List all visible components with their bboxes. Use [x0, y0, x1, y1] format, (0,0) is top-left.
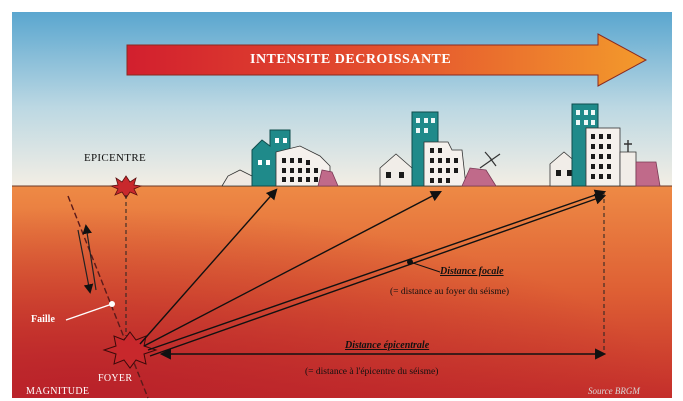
- building-group-far: [549, 103, 661, 187]
- ray-to-building-near: [139, 188, 278, 345]
- fault-label: Faille: [31, 314, 55, 325]
- epicentre-label: EPICENTRE: [84, 152, 146, 164]
- fault-motion-arrow-up: [82, 224, 97, 291]
- fault-motion-arrow-down: [77, 229, 94, 294]
- building-group-middle: [379, 111, 501, 187]
- focal-distance-pointer: [409, 261, 441, 273]
- ray-to-building-middle: [143, 190, 442, 347]
- ray-focal-distance: [149, 193, 607, 357]
- focal-distance-note: (= distance au foyer du séisme): [390, 287, 510, 297]
- epicentral-distance-note: (= distance à l'épicentre du séisme): [305, 367, 439, 377]
- fault-line: [67, 195, 149, 399]
- epicentral-distance-label: Distance épicentrale: [345, 340, 430, 351]
- intensity-banner-arrow: [126, 33, 648, 87]
- banner-label: INTENSITE DECROISSANTE: [250, 52, 452, 67]
- foyer-label: FOYER: [98, 373, 133, 384]
- source-credit: Source BRGM: [588, 386, 640, 396]
- fault-pointer: [65, 303, 113, 321]
- building-group-near: [221, 129, 339, 187]
- magnitude-label: MAGNITUDE: [26, 386, 90, 397]
- focal-distance-label: Distance focale: [440, 266, 504, 277]
- ray-to-building-far: [147, 189, 607, 351]
